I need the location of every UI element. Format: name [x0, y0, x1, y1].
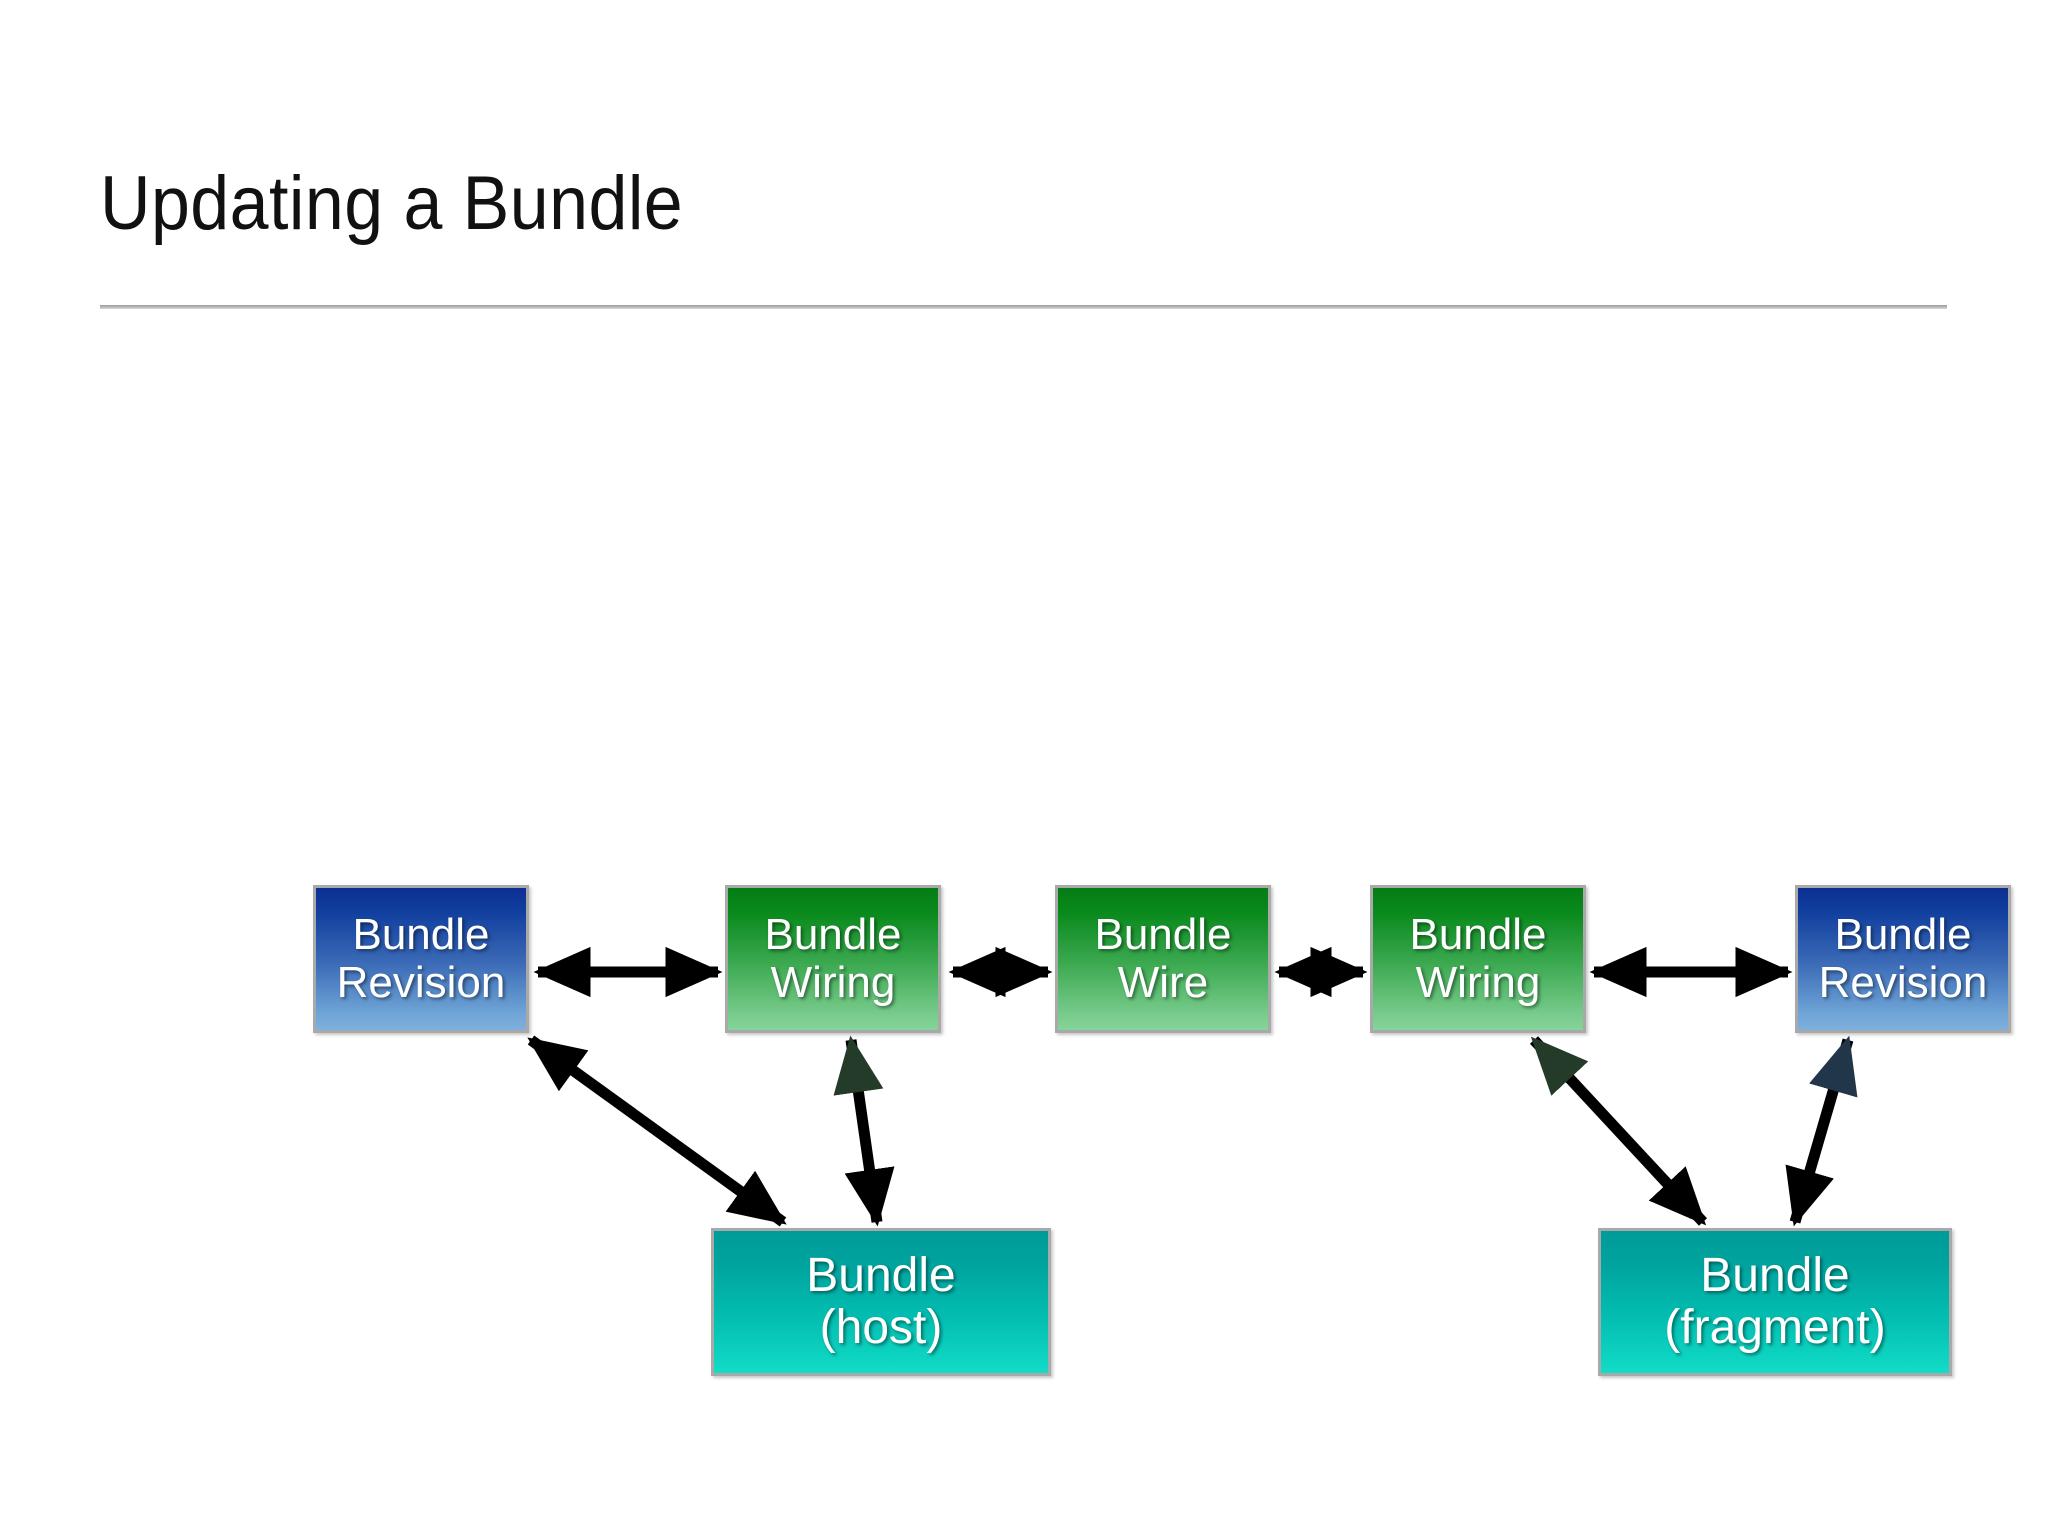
node-label-line-2: Revision — [1818, 958, 1988, 1007]
reflection-line-2: (host) — [819, 1379, 943, 1432]
reflection-bundle-wiring-left: Bundle Wiring — [725, 1033, 941, 1143]
node-label-line-2: Wiring — [1415, 958, 1541, 1007]
arrow-fragment-to-wiring-right — [1529, 1036, 1708, 1226]
node-bundle-revision-right[interactable]: Bundle Revision — [1795, 885, 2011, 1033]
reflection-line-2: Revision — [1818, 1040, 1988, 1089]
node-label-line-1: Bundle — [764, 910, 902, 960]
node-bundle-host[interactable]: Bundle (host) — [711, 1228, 1051, 1376]
reflection-line-1: Bundle — [1700, 1430, 1850, 1484]
reflection-line-1: Bundle — [806, 1430, 956, 1484]
node-bundle-wire[interactable]: Bundle Wire — [1055, 885, 1271, 1033]
reflection-line-1: Bundle — [1094, 1087, 1232, 1137]
node-label-line-1: Bundle — [806, 1249, 956, 1303]
node-label-line-2: (host) — [819, 1301, 943, 1354]
node-label-line-2: Wire — [1117, 958, 1209, 1007]
node-label-line-1: Bundle — [1834, 910, 1972, 960]
reflection-bundle-host: Bundle (host) — [711, 1376, 1051, 1486]
node-label-line-2: (fragment) — [1664, 1301, 1886, 1354]
reflection-bundle-wiring-right: Bundle Wiring — [1370, 1033, 1586, 1143]
reflection-line-2: Revision — [336, 1040, 506, 1089]
arrow-host-to-revision-left — [527, 1035, 787, 1227]
reflection-line-2: Wiring — [1415, 1040, 1541, 1089]
node-label-line-1: Bundle — [1409, 910, 1547, 960]
node-label-line-1: Bundle — [352, 910, 490, 960]
node-label-line-2: Wiring — [770, 958, 896, 1007]
reflection-bundle-revision-right: Bundle Revision — [1795, 1033, 2011, 1143]
node-label-line-2: Revision — [336, 958, 506, 1007]
node-label-line-1: Bundle — [1094, 910, 1232, 960]
reflection-bundle-fragment: Bundle (fragment) — [1598, 1376, 1952, 1486]
page-title: Updating a Bundle — [100, 161, 684, 246]
reflection-line-2: (fragment) — [1664, 1379, 1886, 1432]
reflection-bundle-wire: Bundle Wire — [1055, 1033, 1271, 1143]
node-bundle-wiring-left[interactable]: Bundle Wiring — [725, 885, 941, 1033]
node-bundle-wiring-right[interactable]: Bundle Wiring — [1370, 885, 1586, 1033]
node-bundle-fragment[interactable]: Bundle (fragment) — [1598, 1228, 1952, 1376]
reflection-line-1: Bundle — [764, 1087, 902, 1137]
node-label-line-1: Bundle — [1700, 1249, 1850, 1303]
reflection-line-1: Bundle — [1409, 1087, 1547, 1137]
reflection-bundle-revision-left: Bundle Revision — [313, 1033, 529, 1143]
reflection-line-1: Bundle — [1834, 1087, 1972, 1137]
reflection-line-2: Wire — [1117, 1040, 1209, 1089]
node-bundle-revision-left[interactable]: Bundle Revision — [313, 885, 529, 1033]
reflection-line-2: Wiring — [770, 1040, 896, 1089]
arrow-fragment-to-revision-right — [1785, 1035, 1858, 1227]
arrow-host-to-wiring-left — [833, 1035, 895, 1227]
reflection-line-1: Bundle — [352, 1087, 490, 1137]
title-divider — [100, 305, 1947, 309]
